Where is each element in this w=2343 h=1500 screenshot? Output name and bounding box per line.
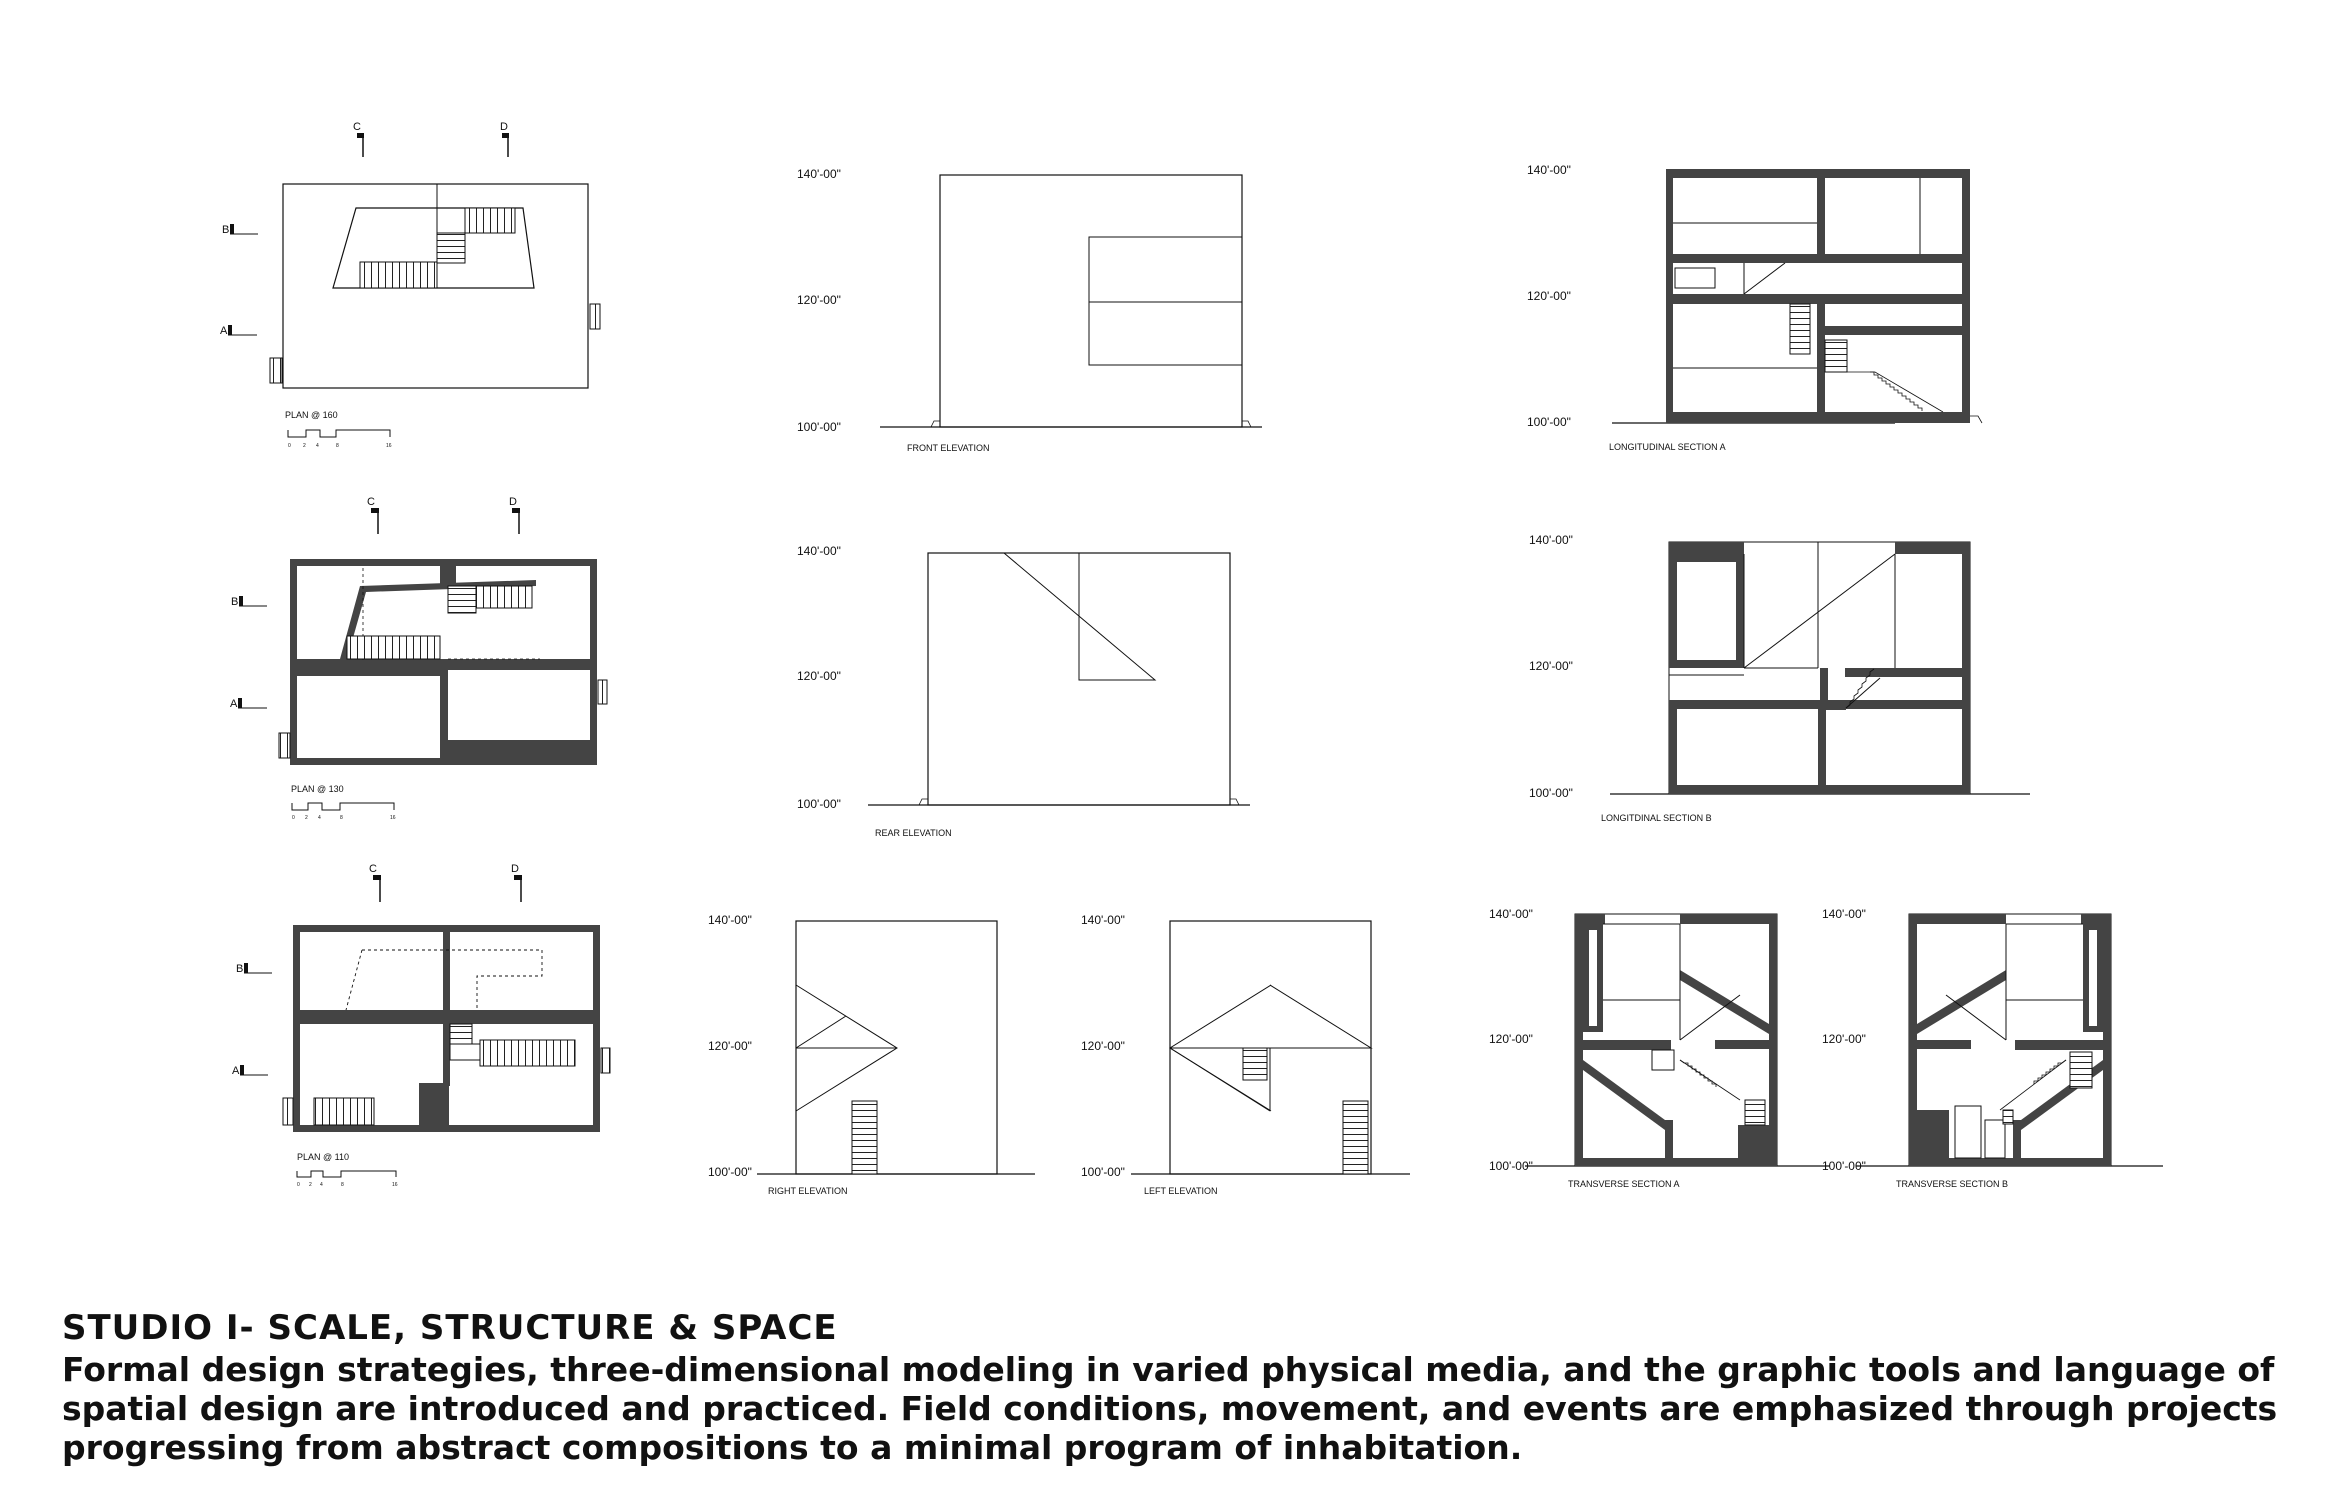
svg-text:8: 8 [341, 1182, 344, 1188]
caption-body: Formal design strategies, three-dimensio… [62, 1350, 2278, 1467]
svg-text:120'-00": 120'-00" [1489, 1032, 1533, 1046]
svg-text:140'-00": 140'-00" [708, 913, 752, 927]
svg-text:16: 16 [390, 815, 396, 821]
svg-text:100'-00": 100'-00" [1489, 1159, 1533, 1173]
svg-text:4: 4 [316, 443, 319, 449]
svg-text:140'-00": 140'-00" [1489, 907, 1533, 921]
svg-text:PLAN @ 160: PLAN @ 160 [285, 410, 338, 420]
section-marker-a: A [220, 325, 257, 337]
svg-text:140'-00": 140'-00" [1527, 163, 1571, 177]
section-marker-c: C [369, 863, 381, 902]
svg-text:B: B [236, 963, 243, 975]
svg-text:A: A [230, 698, 238, 710]
svg-text:140'-00": 140'-00" [797, 167, 841, 181]
section-marker-c: C [353, 121, 364, 157]
svg-text:LEFT ELEVATION: LEFT ELEVATION [1144, 1186, 1218, 1196]
svg-text:D: D [500, 121, 508, 133]
svg-text:120'-00": 120'-00" [1081, 1039, 1125, 1053]
section-marker-c: C [367, 496, 379, 534]
section-marker-b: B [222, 224, 258, 236]
svg-text:140'-00": 140'-00" [797, 544, 841, 558]
plan-1-title: PLAN @ 160 0 2 4 8 16 [285, 410, 392, 449]
transverse-section-a: 140'-00" 120'-00" 100'-00" TRANSVERSE SE… [1489, 907, 1830, 1189]
longitudinal-section-b: 140'-00" 120'-00" 100'-00" LONGITDINAL S… [1529, 533, 2030, 823]
section-marker-d: D [509, 496, 520, 534]
svg-text:2: 2 [303, 443, 306, 449]
svg-text:B: B [231, 596, 238, 608]
plan-2-title: PLAN @ 130 0 2 4 8 16 [291, 784, 396, 821]
left-elevation: 140'-00" 120'-00" 100'-00" LEFT ELEVATIO… [1081, 913, 1410, 1196]
section-marker-b: B [236, 963, 272, 975]
svg-text:100'-00": 100'-00" [1822, 1159, 1866, 1173]
svg-text:100'-00": 100'-00" [708, 1165, 752, 1179]
transverse-section-b: 140'-00" 120'-00" 100'-00" TRANSVERSE SE… [1822, 907, 2163, 1189]
svg-text:C: C [367, 496, 375, 508]
plan-level-3: C D B A PLAN @ [232, 863, 611, 1188]
svg-text:120'-00": 120'-00" [797, 293, 841, 307]
svg-text:140'-00": 140'-00" [1529, 533, 1573, 547]
studio-caption: STUDIO I- SCALE, STRUCTURE & SPACE Forma… [62, 1308, 2302, 1467]
section-marker-d: D [511, 863, 522, 902]
svg-text:TRANSVERSE SECTION A: TRANSVERSE SECTION A [1568, 1179, 1680, 1189]
svg-text:100'-00": 100'-00" [797, 420, 841, 434]
svg-text:A: A [220, 325, 228, 337]
svg-text:A: A [232, 1065, 240, 1077]
svg-text:LONGITDINAL SECTION B: LONGITDINAL SECTION B [1601, 813, 1712, 823]
section-marker-d: D [500, 121, 509, 157]
svg-text:8: 8 [336, 443, 339, 449]
svg-text:B: B [222, 224, 229, 236]
svg-text:PLAN @ 110: PLAN @ 110 [297, 1152, 349, 1162]
svg-text:0: 0 [297, 1182, 300, 1188]
plan-level-2: C D B A [230, 496, 608, 821]
svg-text:C: C [369, 863, 377, 875]
svg-text:16: 16 [392, 1182, 398, 1188]
svg-text:4: 4 [320, 1182, 323, 1188]
svg-text:LONGITUDINAL SECTION A: LONGITUDINAL SECTION A [1609, 442, 1726, 452]
svg-text:120'-00": 120'-00" [1527, 289, 1571, 303]
svg-text:REAR ELEVATION: REAR ELEVATION [875, 828, 952, 838]
svg-text:100'-00": 100'-00" [797, 797, 841, 811]
svg-text:TRANSVERSE SECTION B: TRANSVERSE SECTION B [1896, 1179, 2008, 1189]
svg-text:16: 16 [386, 443, 392, 449]
rear-elevation: 140'-00" 120'-00" 100'-00" REAR ELEVATIO… [797, 544, 1250, 838]
svg-text:0: 0 [288, 443, 291, 449]
section-marker-a: A [230, 698, 267, 710]
caption-title: STUDIO I- SCALE, STRUCTURE & SPACE [62, 1308, 838, 1348]
svg-text:100'-00": 100'-00" [1527, 415, 1571, 429]
right-elevation: 140'-00" 120'-00" 100'-00" RIGHT ELEVATI… [708, 913, 1035, 1196]
svg-text:140'-00": 140'-00" [1822, 907, 1866, 921]
svg-text:140'-00": 140'-00" [1081, 913, 1125, 927]
svg-text:D: D [511, 863, 519, 875]
svg-text:RIGHT ELEVATION: RIGHT ELEVATION [768, 1186, 848, 1196]
svg-text:4: 4 [318, 815, 321, 821]
longitudinal-section-a: 140'-00" 120'-00" 100'-00" LONGITUDINAL … [1527, 163, 1983, 452]
plan-level-1: C D B A PLAN @ 160 0 [220, 121, 601, 449]
svg-text:0: 0 [292, 815, 295, 821]
svg-text:120'-00": 120'-00" [797, 669, 841, 683]
svg-text:2: 2 [305, 815, 308, 821]
svg-text:8: 8 [340, 815, 343, 821]
svg-text:100'-00": 100'-00" [1529, 786, 1573, 800]
svg-text:120'-00": 120'-00" [1822, 1032, 1866, 1046]
svg-text:120'-00": 120'-00" [708, 1039, 752, 1053]
svg-text:100'-00": 100'-00" [1081, 1165, 1125, 1179]
svg-text:C: C [353, 121, 361, 133]
svg-text:PLAN @ 130: PLAN @ 130 [291, 784, 344, 794]
svg-text:120'-00": 120'-00" [1529, 659, 1573, 673]
front-elevation: 140'-00" 120'-00" 100'-00" FRONT ELEVATI… [797, 167, 1262, 453]
plan-3-title: PLAN @ 110 0 2 4 8 16 [296, 1152, 398, 1188]
svg-text:FRONT ELEVATION: FRONT ELEVATION [907, 443, 990, 453]
svg-text:D: D [509, 496, 517, 508]
section-marker-b: B [231, 596, 267, 608]
svg-text:2: 2 [309, 1182, 312, 1188]
section-marker-a: A [232, 1065, 268, 1077]
